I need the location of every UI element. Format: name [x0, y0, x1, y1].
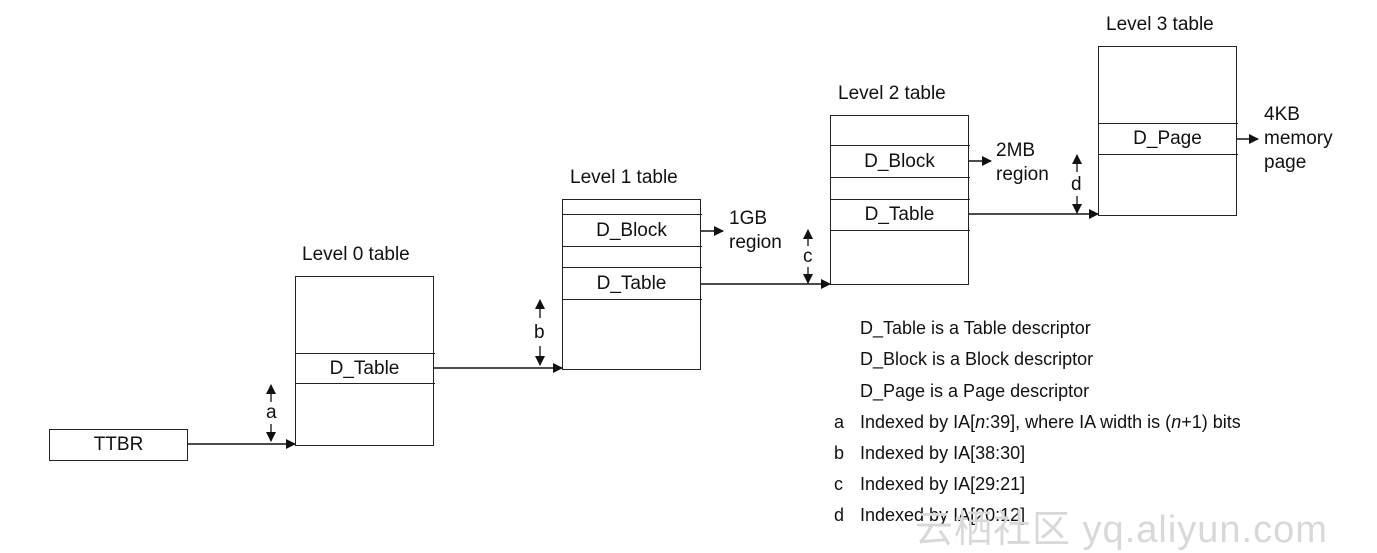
level0-table: D_Table [294, 276, 435, 446]
level2-title: Level 2 table [838, 83, 946, 104]
legend-d-table: D_Table is a Table descriptor [860, 318, 1091, 338]
level0-title: Level 0 table [302, 244, 410, 265]
index-letter-c: c [803, 246, 813, 267]
ttbr-box: TTBR [49, 429, 188, 461]
level2-table: D_Block D_Table [829, 115, 970, 285]
level2-entry-d-block: D_Block [829, 145, 970, 178]
watermark: 云栖社区 yq.aliyun.com [915, 509, 1328, 551]
level3-entry-d-page: D_Page [1097, 123, 1238, 155]
index-letter-d: d [1071, 174, 1082, 195]
index-letter-b: b [534, 322, 545, 343]
level2-entry-d-table: D_Table [829, 199, 970, 231]
index-letter-a: a [266, 402, 277, 423]
level3-table: D_Page [1097, 46, 1238, 216]
level1-entry-d-table: D_Table [561, 267, 702, 300]
level0-entry-d-table: D_Table [294, 353, 435, 384]
level1-entry-d-block: D_Block [561, 214, 702, 247]
level3-title: Level 3 table [1106, 14, 1214, 35]
level1-title: Level 1 table [570, 167, 678, 188]
legend-d-page: D_Page is a Page descriptor [860, 381, 1090, 401]
legend-d-block: D_Block is a Block descriptor [860, 349, 1094, 369]
level1-table: D_Block D_Table [561, 199, 702, 370]
